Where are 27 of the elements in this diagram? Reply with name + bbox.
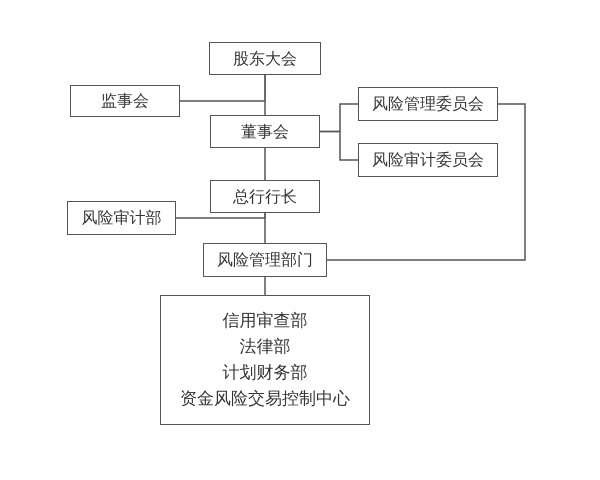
- box-label: 股东大会: [233, 48, 297, 68]
- box-label: 风险审计委员会: [372, 150, 484, 170]
- box-label: 总行行长: [233, 186, 297, 206]
- department-label: 法律部: [240, 336, 290, 359]
- org-box: [70, 85, 180, 117]
- department-label: 资金风险交易控制中心: [180, 388, 350, 411]
- org-box: [210, 115, 320, 148]
- org-box: [67, 201, 176, 235]
- box-label: 董事会: [241, 122, 289, 142]
- connector-line: [264, 277, 266, 295]
- connector-line: [264, 213, 266, 243]
- connector-line: [327, 103, 526, 261]
- department-label: 计划财务部: [222, 362, 308, 385]
- box-label: 风险审计部: [82, 208, 162, 228]
- connector-line: [320, 130, 358, 161]
- box-label: 风险管理委员会: [372, 94, 484, 114]
- box-label: 监事会: [101, 91, 149, 111]
- org-box: [203, 243, 327, 277]
- connector-line: [264, 148, 266, 180]
- org-box: [210, 180, 320, 213]
- org-box: [358, 87, 498, 121]
- org-box: [358, 143, 498, 177]
- org-box: [160, 295, 370, 425]
- org-box: [209, 42, 321, 75]
- connector-line: [180, 75, 266, 102]
- department-label: 信用审查部: [222, 310, 308, 333]
- box-label: 风险管理部门: [217, 250, 313, 270]
